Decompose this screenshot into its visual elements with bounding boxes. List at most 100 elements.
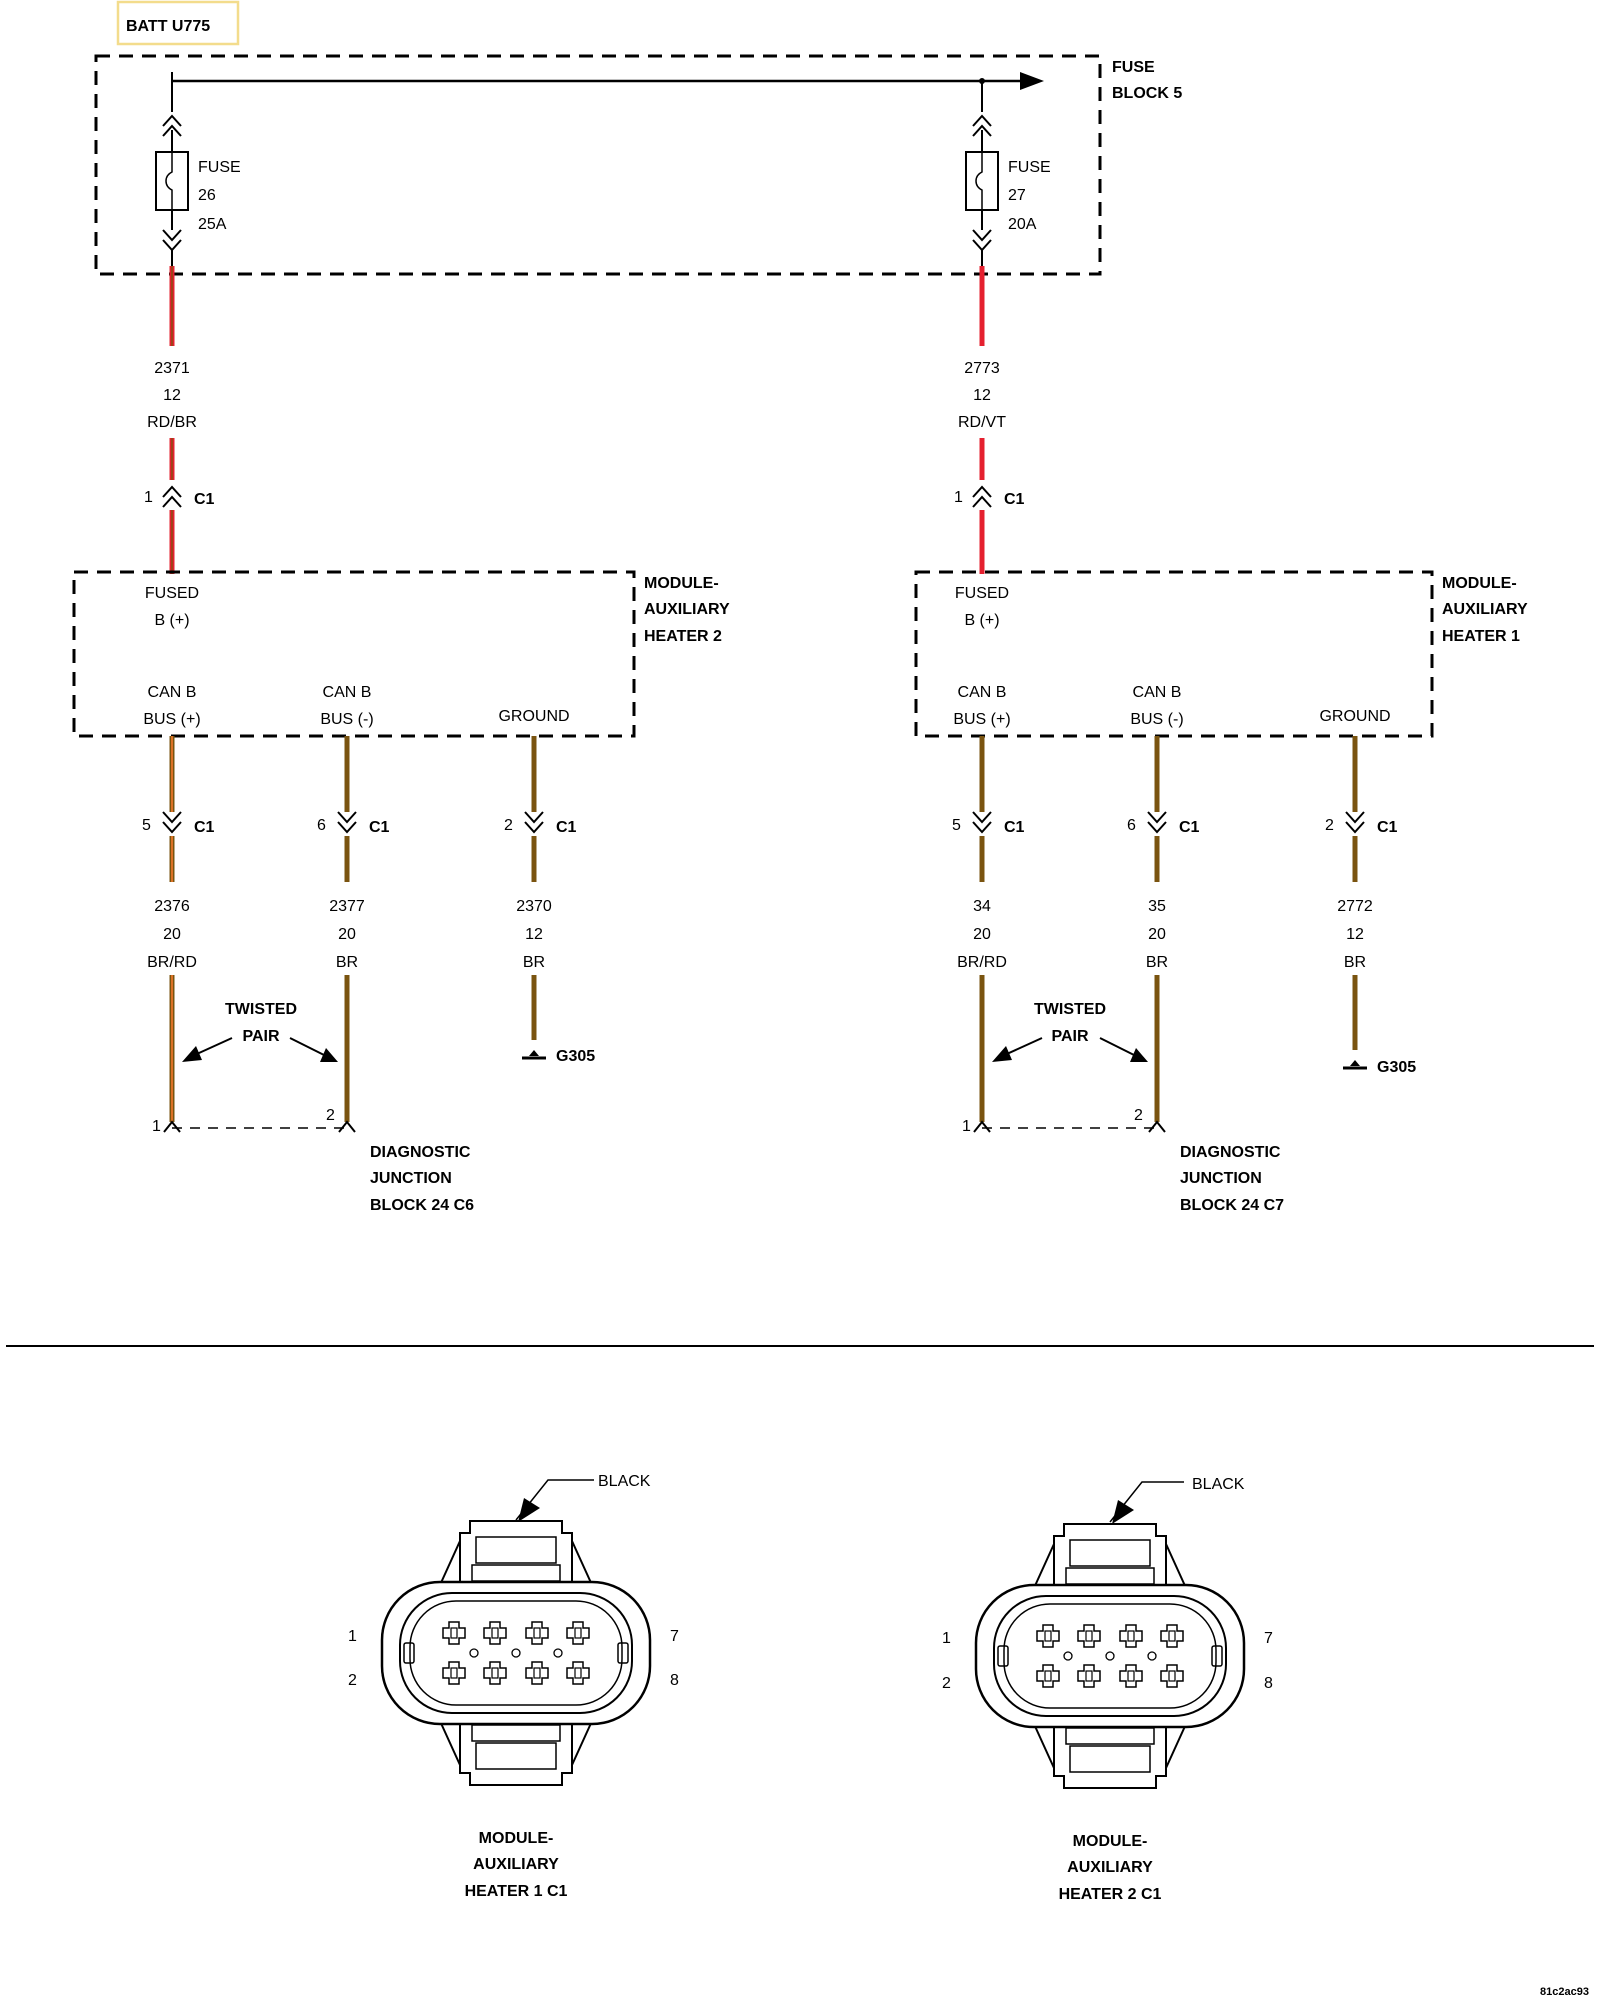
wire-2773 [972, 266, 992, 574]
right-pin-5-connector: C1 [1004, 819, 1025, 836]
connector-1-pin-1: 1 [348, 1628, 357, 1645]
right-twisted-label-2: PAIR [1051, 1028, 1088, 1045]
wire-34 [972, 736, 992, 1122]
connector-2-pin-8: 8 [1264, 1675, 1273, 1692]
wire-35 [1147, 736, 1167, 1122]
fuse-26-number: 26 [198, 187, 216, 204]
module-aux-heater-2-label-1: MODULE- [644, 575, 719, 592]
wire-2772-gauge: 12 [1346, 926, 1364, 943]
right-supply-connector: C1 [1004, 491, 1025, 508]
left-pin-6: 6 [317, 817, 326, 834]
wire-2370-gauge: 12 [525, 926, 543, 943]
wire-2376-color: BR/RD [147, 954, 197, 971]
connector-1-pin-2: 2 [348, 1672, 357, 1689]
right-fused-label-1: FUSED [955, 585, 1009, 602]
wire-2371-gauge: 12 [163, 387, 181, 404]
right-pin-2-connector: C1 [1377, 819, 1398, 836]
fuse-27-number: 27 [1008, 187, 1026, 204]
left-pin-6-connector: C1 [369, 819, 390, 836]
image-code: 81c2ac93 [1540, 1986, 1589, 1998]
wire-35-circuit: 35 [1148, 898, 1166, 915]
left-twisted-arrows [182, 1037, 338, 1062]
wire-2773-circuit: 2773 [964, 360, 1000, 377]
right-junction-pin-1: 1 [962, 1118, 971, 1135]
right-fused-label-2: B (+) [964, 612, 999, 629]
left-pin-ground-name: GROUND [498, 708, 569, 725]
left-ground-label: G305 [556, 1048, 595, 1065]
right-twisted-label-1: TWISTED [1034, 1001, 1106, 1018]
left-fused-label-1: FUSED [145, 585, 199, 602]
left-ground-symbol [520, 1048, 548, 1060]
connector-2-label-3: HEATER 2 C1 [1059, 1886, 1162, 1903]
right-pin-6-connector: C1 [1179, 819, 1200, 836]
wire-2370-color: BR [523, 954, 545, 971]
connector-heater-2-c1 [976, 1481, 1244, 1788]
wire-2371-color: RD/BR [147, 414, 197, 431]
wire-2376 [162, 736, 182, 1122]
fuse-block-label-1: FUSE [1112, 59, 1155, 76]
right-ground-symbol [1341, 1058, 1369, 1070]
connector-2-pin-2: 2 [942, 1675, 951, 1692]
fuse-26 [155, 81, 189, 274]
batt-label-box: BATT U775 [116, 0, 240, 46]
left-pin-5: 5 [142, 817, 151, 834]
right-pin-can-minus-name-2: BUS (-) [1130, 711, 1183, 728]
connector-2-pin-7: 7 [1264, 1630, 1273, 1647]
connector-1-color: BLACK [598, 1473, 651, 1490]
left-junction-block [163, 1120, 356, 1133]
wire-34-circuit: 34 [973, 898, 991, 915]
right-junction-label-2: JUNCTION [1180, 1170, 1262, 1187]
module-aux-heater-2-label-2: AUXILIARY [644, 601, 730, 618]
wire-2773-color: RD/VT [958, 414, 1006, 431]
left-pin-can-minus-name-1: CAN B [323, 684, 372, 701]
wire-2377-gauge: 20 [338, 926, 356, 943]
wire-34-color: BR/RD [957, 954, 1007, 971]
fuse-26-label: FUSE [198, 159, 241, 176]
wire-2371 [162, 266, 182, 574]
connector-1-label-3: HEATER 1 C1 [465, 1883, 568, 1900]
wire-35-gauge: 20 [1148, 926, 1166, 943]
fuse-block-outline [94, 54, 1102, 276]
module-aux-heater-1-label-1: MODULE- [1442, 575, 1517, 592]
right-pin-5: 5 [952, 817, 961, 834]
right-junction-block [973, 1120, 1166, 1133]
module-aux-heater-1-label-3: HEATER 1 [1442, 628, 1520, 645]
battery-bus-bar [171, 72, 1044, 90]
left-fused-label-2: B (+) [154, 612, 189, 629]
module-aux-heater-1-label-2: AUXILIARY [1442, 601, 1528, 618]
wire-35-color: BR [1146, 954, 1168, 971]
left-supply-connector: C1 [194, 491, 215, 508]
connector-1-label-1: MODULE- [479, 1830, 554, 1847]
left-pin-2: 2 [504, 817, 513, 834]
right-supply-pin: 1 [954, 489, 963, 506]
connector-2-pin-1: 1 [942, 1630, 951, 1647]
fuse-27-rating: 20A [1008, 216, 1037, 233]
left-twisted-label-2: PAIR [242, 1028, 279, 1045]
fuse-26-rating: 25A [198, 216, 227, 233]
batt-label: BATT U775 [126, 18, 210, 35]
connector-1-pin-7: 7 [670, 1628, 679, 1645]
left-pin-can-plus-name-2: BUS (+) [143, 711, 200, 728]
right-pin-can-plus-name-2: BUS (+) [953, 711, 1010, 728]
wire-2772-circuit: 2772 [1337, 898, 1373, 915]
connector-2-label-2: AUXILIARY [1067, 1859, 1153, 1876]
wire-2370-circuit: 2370 [516, 898, 552, 915]
wire-2377-circuit: 2377 [329, 898, 365, 915]
fuse-27-label: FUSE [1008, 159, 1051, 176]
left-junction-pin-1: 1 [152, 1118, 161, 1135]
right-junction-label-1: DIAGNOSTIC [1180, 1144, 1281, 1161]
right-junction-pin-2: 2 [1134, 1107, 1143, 1124]
left-junction-label-3: BLOCK 24 C6 [370, 1197, 474, 1214]
wire-2370 [524, 736, 544, 1040]
left-supply-pin: 1 [144, 489, 153, 506]
connector-1-label-2: AUXILIARY [473, 1856, 559, 1873]
right-twisted-arrows [992, 1037, 1148, 1062]
wire-2377-color: BR [336, 954, 358, 971]
left-pin-5-connector: C1 [194, 819, 215, 836]
wire-34-gauge: 20 [973, 926, 991, 943]
right-pin-2: 2 [1325, 817, 1334, 834]
left-pin-2-connector: C1 [556, 819, 577, 836]
fuse-block-label-2: BLOCK 5 [1112, 85, 1182, 102]
module-aux-heater-2-label-3: HEATER 2 [644, 628, 722, 645]
